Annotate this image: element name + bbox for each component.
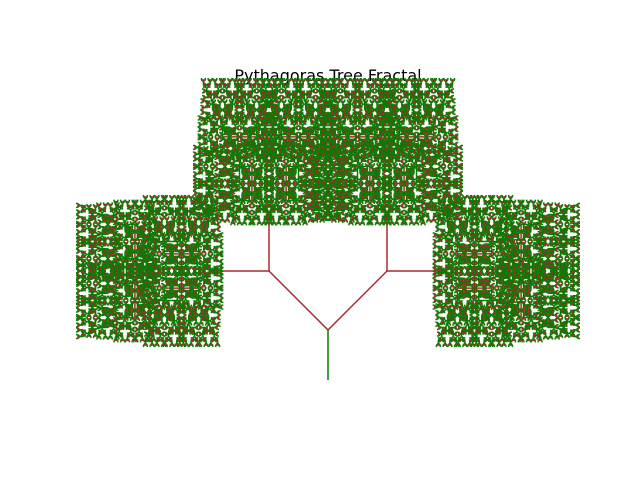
fractal-tree (75, 77, 581, 380)
tree-segment (268, 270, 329, 331)
tree-segment (327, 270, 388, 331)
